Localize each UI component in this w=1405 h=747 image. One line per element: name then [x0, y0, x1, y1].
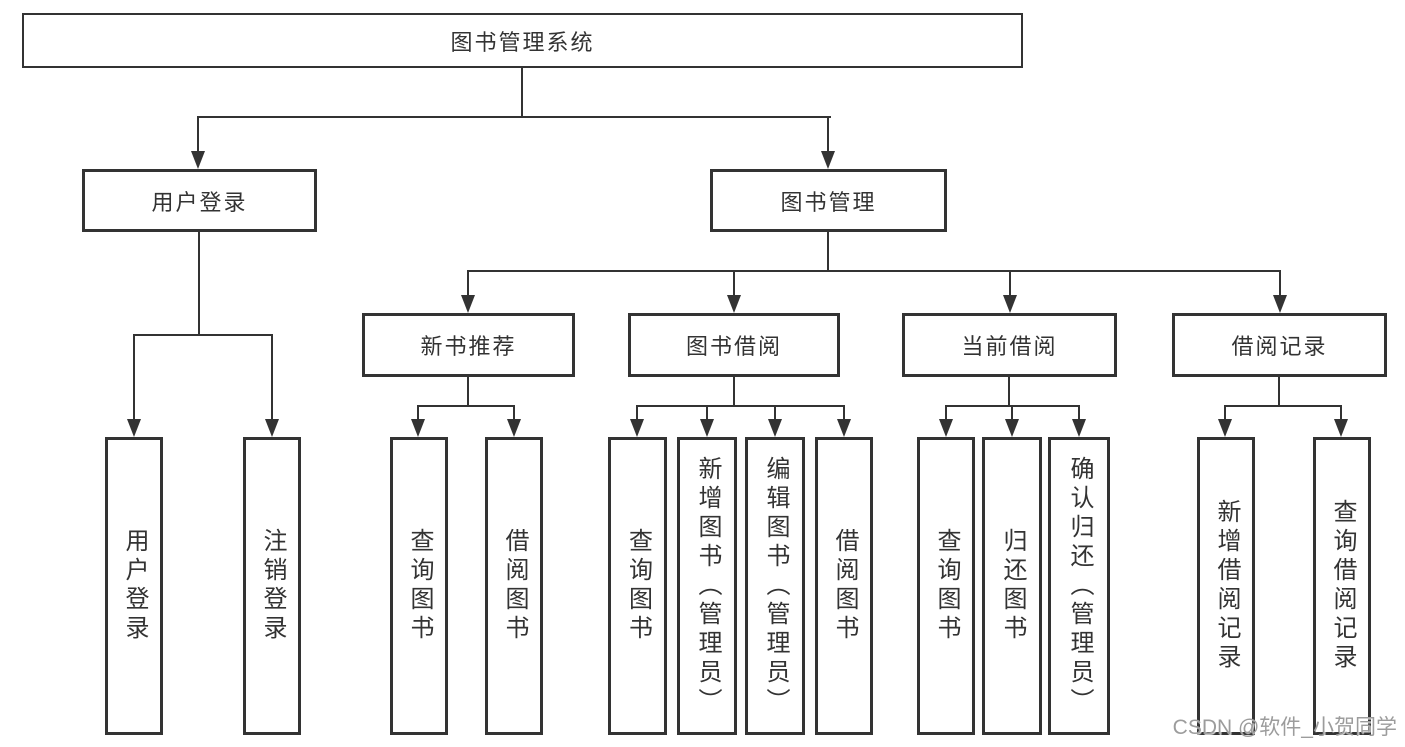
connector-line [636, 405, 845, 407]
connector-line [467, 270, 1281, 272]
node-label: 新书推荐 [420, 334, 517, 359]
leaf-label: 编辑图书（管理员） [762, 455, 789, 717]
connector-line [197, 116, 199, 151]
leaf-add-book-admin: 新增图书（管理员） [677, 437, 737, 735]
leaf-confirm-return-admin: 确认归还（管理员） [1048, 437, 1110, 735]
arrow-down-icon [1273, 295, 1287, 313]
node-book-borrow: 图书借阅 [628, 313, 840, 377]
leaf-label: 借阅图书 [501, 528, 528, 644]
leaf-borrow-books: 借阅图书 [815, 437, 873, 735]
connector-line [1279, 270, 1281, 295]
leaf-user-login: 用户登录 [105, 437, 163, 735]
connector-line [1008, 377, 1010, 407]
leaf-label: 新增借阅记录 [1213, 499, 1240, 673]
leaf-query-books-recommend: 查询图书 [390, 437, 448, 735]
node-borrow-records: 借阅记录 [1172, 313, 1387, 377]
node-label: 当前借阅 [961, 334, 1058, 359]
leaf-label: 借阅图书 [831, 528, 858, 644]
connector-line [271, 334, 273, 419]
node-current-borrow: 当前借阅 [902, 313, 1117, 377]
connector-line [1078, 405, 1080, 419]
node-new-book-recommend: 新书推荐 [362, 313, 575, 377]
leaf-query-books-borrow: 查询图书 [608, 437, 667, 735]
arrow-down-icon [1005, 419, 1019, 437]
connector-line [417, 405, 419, 419]
connector-line [133, 334, 135, 419]
node-label: 用户登录 [151, 189, 248, 215]
connector-line [733, 270, 735, 295]
connector-line [827, 232, 829, 272]
connector-line [733, 377, 735, 407]
arrow-down-icon [461, 295, 475, 313]
arrow-down-icon [837, 419, 851, 437]
leaf-label: 查询图书 [624, 528, 652, 644]
leaf-label: 查询借阅记录 [1329, 499, 1356, 673]
leaf-edit-book-admin: 编辑图书（管理员） [745, 437, 805, 735]
leaf-label: 归还图书 [999, 528, 1026, 644]
node-label: 图书借阅 [685, 334, 782, 359]
connector-line [843, 405, 845, 419]
connector-line [417, 405, 515, 407]
connector-line [636, 405, 638, 419]
connector-line [1011, 405, 1013, 419]
arrow-down-icon [191, 151, 205, 169]
connector-line [1224, 405, 1226, 419]
node-book-management: 图书管理 [710, 169, 947, 232]
leaf-borrow-books-recommend: 借阅图书 [485, 437, 543, 735]
arrow-down-icon [727, 295, 741, 313]
connector-line [945, 405, 947, 419]
leaf-label: 查询图书 [406, 528, 433, 644]
leaf-label: 注销登录 [259, 528, 286, 644]
arrow-down-icon [1072, 419, 1086, 437]
node-label: 借阅记录 [1231, 334, 1328, 359]
connector-line [706, 405, 708, 419]
node-root: 图书管理系统 [22, 13, 1023, 68]
leaf-query-books-current: 查询图书 [917, 437, 975, 735]
connector-line [467, 270, 469, 295]
arrow-down-icon [1218, 419, 1232, 437]
node-user-login: 用户登录 [82, 169, 317, 232]
arrow-down-icon [507, 419, 521, 437]
leaf-return-book: 归还图书 [982, 437, 1042, 735]
arrow-down-icon [127, 419, 141, 437]
arrow-down-icon [700, 419, 714, 437]
node-label: 图书管理 [780, 189, 877, 215]
arrow-down-icon [1003, 295, 1017, 313]
connector-line [513, 405, 515, 419]
csdn-watermark: CSDN @软件_小贺同学 [1172, 716, 1397, 739]
arrow-down-icon [768, 419, 782, 437]
connector-line [467, 377, 469, 407]
node-label: 图书管理系统 [450, 29, 595, 55]
leaf-add-borrow-record: 新增借阅记录 [1197, 437, 1255, 735]
leaf-label: 用户登录 [121, 528, 148, 644]
arrow-down-icon [1334, 419, 1348, 437]
connector-line [1009, 270, 1011, 295]
leaf-label: 查询图书 [933, 528, 960, 644]
connector-line [774, 405, 776, 419]
leaf-logout: 注销登录 [243, 437, 301, 735]
arrow-down-icon [821, 151, 835, 169]
arrow-down-icon [265, 419, 279, 437]
leaf-label: 确认归还（管理员） [1066, 455, 1093, 717]
arrow-down-icon [939, 419, 953, 437]
connector-line [133, 334, 273, 336]
connector-line [521, 68, 523, 118]
connector-line [1340, 405, 1342, 419]
connector-line [1278, 377, 1280, 407]
leaf-label: 新增图书（管理员） [694, 455, 721, 717]
connector-line [197, 116, 831, 118]
arrow-down-icon [411, 419, 425, 437]
arrow-down-icon [630, 419, 644, 437]
connector-line [198, 232, 200, 336]
connector-line [1224, 405, 1342, 407]
leaf-query-borrow-record: 查询借阅记录 [1313, 437, 1371, 735]
connector-line [827, 116, 829, 151]
